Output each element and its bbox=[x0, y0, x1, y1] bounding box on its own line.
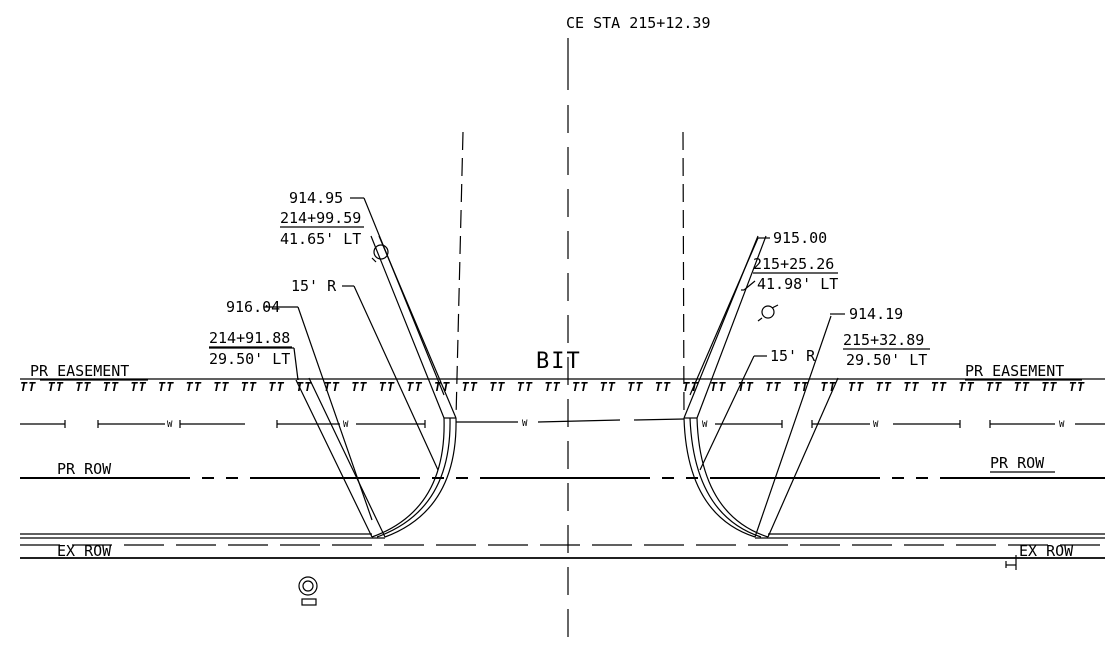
easement-symbol-17: TT bbox=[489, 380, 505, 394]
right-bottom-elevation: 914.19 bbox=[849, 305, 903, 323]
left-dashed-offset-line bbox=[455, 131, 464, 419]
left-top-station: 214+99.59 bbox=[280, 209, 361, 227]
right-bottom-station: 215+32.89 bbox=[843, 331, 924, 349]
easement-symbol-33: TT bbox=[931, 380, 947, 394]
fence-line bbox=[20, 418, 1105, 428]
easement-symbol-6: TT bbox=[186, 380, 202, 394]
right-top-station: 215+25.26 bbox=[753, 255, 834, 273]
easement-symbol-22: TT bbox=[627, 380, 643, 394]
ex-row-label-left: EX ROW bbox=[57, 542, 112, 560]
easement-symbol-29: TT bbox=[820, 380, 836, 394]
right-top-elevation: 915.00 bbox=[773, 229, 827, 247]
easement-symbol-24: TT bbox=[682, 380, 698, 394]
linework bbox=[20, 38, 1105, 650]
centerline-station-label: CE STA 215+12.39 bbox=[566, 14, 711, 32]
easement-symbol-4: TT bbox=[130, 380, 146, 394]
easement-symbol-30: TT bbox=[848, 380, 864, 394]
catch-basin-symbol bbox=[301, 598, 317, 606]
easement-symbol-11: TT bbox=[324, 380, 340, 394]
easement-symbol-0: TT bbox=[20, 380, 36, 394]
pr-row-label-left: PR ROW bbox=[57, 460, 112, 478]
easement-symbol-12: TT bbox=[351, 380, 367, 394]
fence-marker-4: W bbox=[702, 420, 708, 430]
easement-symbol-8: TT bbox=[241, 380, 257, 394]
easement-symbol-28: TT bbox=[793, 380, 809, 394]
left-bottom-station: 214+91.88 bbox=[209, 329, 290, 347]
pr-easement-label-right: PR EASEMENT bbox=[965, 362, 1064, 380]
left-top-offset: 41.65' LT bbox=[280, 230, 361, 248]
right-leader-lines bbox=[689, 237, 845, 471]
easement-symbol-25: TT bbox=[710, 380, 726, 394]
fence-marker-2: W bbox=[343, 420, 349, 430]
pr-easement-symbols: TT TT TT TT TT TT TT TT TT TT TT TT TT TT TT TT TT TT TT TT… bbox=[20, 380, 1085, 394]
left-radius-label: 15' R bbox=[291, 277, 337, 295]
manhole-symbol-road bbox=[298, 576, 318, 596]
manhole-symbol-left-upper bbox=[371, 244, 389, 263]
easement-symbol-20: TT bbox=[572, 380, 588, 394]
easement-symbol-34: TT bbox=[958, 380, 974, 394]
easement-symbol-19: TT bbox=[544, 380, 560, 394]
station-underlines bbox=[40, 226, 1082, 479]
pr-easement-label-left: PR EASEMENT bbox=[30, 362, 129, 380]
right-top-offset: 41.98' LT bbox=[757, 275, 838, 293]
fence-marker-3: W bbox=[522, 419, 528, 429]
surface-label: BIT bbox=[536, 349, 582, 374]
easement-symbol-14: TT bbox=[406, 380, 422, 394]
easement-symbol-10: TT bbox=[296, 380, 312, 394]
ex-row-label-right: EX ROW bbox=[1019, 542, 1074, 560]
easement-symbol-38: TT bbox=[1069, 380, 1085, 394]
fence-marker-1: W bbox=[167, 420, 173, 430]
left-top-elevation: 914.95 bbox=[289, 189, 343, 207]
right-radius-label: 15' R bbox=[770, 347, 816, 365]
fence-marker-6: W bbox=[1059, 420, 1065, 430]
pr-row-label-right: PR ROW bbox=[990, 454, 1045, 472]
easement-symbol-16: TT bbox=[462, 380, 478, 394]
easement-symbol-5: TT bbox=[158, 380, 174, 394]
right-dashed-offset-line bbox=[682, 131, 685, 419]
fence-marker-5: W bbox=[873, 420, 879, 430]
easement-symbol-13: TT bbox=[379, 380, 395, 394]
easement-symbol-26: TT bbox=[738, 380, 754, 394]
left-bottom-offset: 29.50' LT bbox=[209, 350, 290, 368]
easement-symbol-15: TT bbox=[434, 380, 450, 394]
easement-symbol-18: TT bbox=[517, 380, 533, 394]
right-driveway-return bbox=[683, 235, 839, 538]
easement-symbol-36: TT bbox=[1014, 380, 1030, 394]
easement-symbol-35: TT bbox=[986, 380, 1002, 394]
easement-symbol-23: TT bbox=[655, 380, 671, 394]
easement-symbol-2: TT bbox=[75, 380, 91, 394]
easement-symbol-3: TT bbox=[103, 380, 119, 394]
easement-symbol-27: TT bbox=[765, 380, 781, 394]
easement-symbol-37: TT bbox=[1041, 380, 1057, 394]
right-bottom-offset: 29.50' LT bbox=[846, 351, 927, 369]
easement-symbol-21: TT bbox=[600, 380, 616, 394]
easement-symbol-9: TT bbox=[268, 380, 284, 394]
easement-symbol-7: TT bbox=[213, 380, 229, 394]
ex-row-marker bbox=[1005, 555, 1017, 570]
easement-symbol-1: TT bbox=[48, 380, 64, 394]
left-bottom-elevation: 916.04 bbox=[226, 298, 280, 316]
left-leader-lines bbox=[209, 197, 445, 521]
easement-symbol-31: TT bbox=[876, 380, 892, 394]
easement-symbol-32: TT bbox=[903, 380, 919, 394]
manhole-symbol-right-upper bbox=[757, 304, 779, 322]
